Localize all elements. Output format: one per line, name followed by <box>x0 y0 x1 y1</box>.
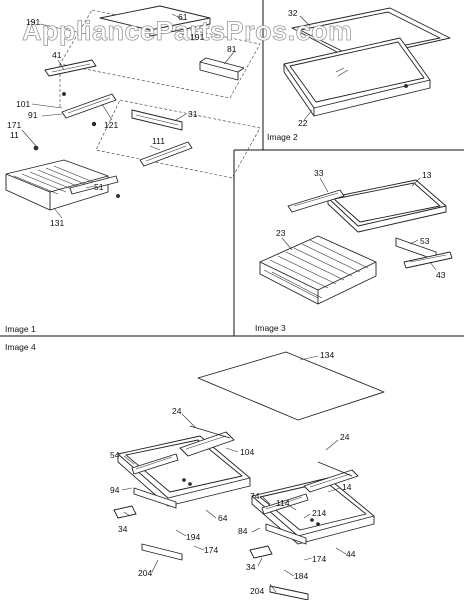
callout-label: 191 <box>26 17 40 27</box>
image4-callouts: 134 24 54 104 24 94 74 14 114 214 64 34 … <box>110 350 356 596</box>
image2-label: Image 2 <box>267 132 298 142</box>
callout-label: 174 <box>204 545 218 555</box>
callout-label: 204 <box>138 568 152 578</box>
callout-label: 204 <box>250 586 264 596</box>
callout-label: 34 <box>118 524 128 534</box>
callout-label: 64 <box>218 513 228 523</box>
image2-glass-shelf <box>283 7 451 121</box>
callout-label: 171 <box>7 120 21 130</box>
callout-label: 32 <box>288 8 298 18</box>
callout-label: 33 <box>314 168 324 178</box>
callout-label: 91 <box>28 110 38 120</box>
callout-label: 194 <box>186 532 200 542</box>
callout-label: 23 <box>276 228 286 238</box>
callout-label: 22 <box>298 118 308 128</box>
callout-label: 44 <box>346 549 356 559</box>
callout-label: 101 <box>16 99 30 109</box>
callout-label: 121 <box>104 120 118 130</box>
callout-label: 31 <box>188 109 198 119</box>
image3-label: Image 3 <box>255 323 286 333</box>
callout-label: 13 <box>422 170 432 180</box>
callout-label: 111 <box>152 136 165 146</box>
callout-label: 43 <box>436 270 446 280</box>
callout-label: 84 <box>238 526 248 536</box>
callout-label: 131 <box>50 218 64 228</box>
image1-callouts: 191 61 191 81 41 101 91 121 31 171 11 11… <box>7 12 237 228</box>
callout-label: 51 <box>94 182 104 192</box>
callout-label: 61 <box>178 12 188 22</box>
image3-shelf-and-basket <box>259 177 453 305</box>
callout-label: 54 <box>110 450 120 460</box>
callout-label: 134 <box>320 350 334 360</box>
callout-label: 53 <box>420 236 430 246</box>
callout-label: 24 <box>172 406 182 416</box>
callout-label: 74 <box>250 491 260 501</box>
callout-label: 174 <box>312 554 326 564</box>
callout-label: 214 <box>312 508 326 518</box>
callout-label: 114 <box>276 498 290 508</box>
callout-label: 81 <box>227 44 237 54</box>
panel-borders <box>0 0 464 337</box>
callout-label: 191 <box>190 32 204 42</box>
image4-label: Image 4 <box>5 342 36 352</box>
image2-callouts: 32 22 <box>288 8 308 128</box>
image1-label: Image 1 <box>5 324 36 334</box>
callout-label: 41 <box>52 50 62 60</box>
callout-label: 184 <box>294 571 308 581</box>
callout-label: 104 <box>240 447 254 457</box>
watermark: AppliancePartsPros.com <box>22 16 353 46</box>
callout-label: 94 <box>110 485 120 495</box>
callout-label: 11 <box>10 130 19 140</box>
callout-label: 24 <box>340 432 350 442</box>
image3-callouts: 33 13 23 53 43 <box>276 168 446 280</box>
callout-label: 14 <box>342 482 352 492</box>
image1-exploded-view <box>5 5 261 219</box>
image4-deli-drawer-assembly <box>113 351 385 600</box>
callout-label: 34 <box>246 562 256 572</box>
